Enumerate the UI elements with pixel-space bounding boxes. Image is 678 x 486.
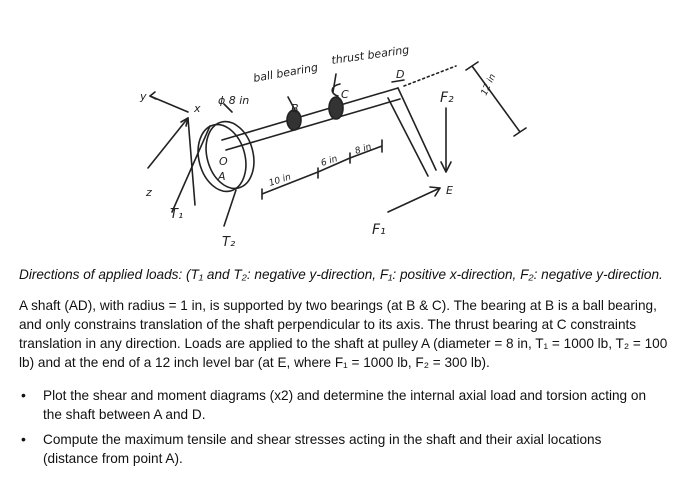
lever-upper	[397, 87, 437, 171]
pulley-a-rim	[205, 120, 255, 190]
reference-line	[403, 65, 457, 87]
dim-6in-label: 6 in	[320, 154, 339, 169]
belt-t1	[171, 125, 211, 213]
dim-8in	[349, 139, 383, 159]
point-b-label: B	[291, 102, 299, 115]
ball-bearing-b	[286, 109, 302, 131]
lever-lower	[387, 97, 429, 177]
task-item-shear-moment: Plot the shear and moment diagrams (x2) …	[19, 386, 659, 424]
belt-t2	[223, 189, 237, 227]
x-axis-line	[147, 117, 189, 169]
problem-statement: A shaft (AD), with radius = 1 in, is sup…	[19, 298, 668, 370]
load-directions-caption: Directions of applied loads: (T₁ and T₂:…	[19, 267, 663, 282]
x-axis-label: x	[193, 102, 201, 115]
f2-arrowhead	[440, 161, 452, 173]
t1-label: T₁	[170, 207, 183, 222]
dim-10in	[261, 167, 319, 200]
shaft-diagram: y x z ϕ 8 in ball bearing thrust bearing…	[139, 43, 527, 250]
y-axis-label: y	[139, 90, 147, 103]
dim-12in	[465, 61, 527, 137]
f1-label: F₁	[372, 222, 386, 238]
shaft-lower	[225, 98, 401, 151]
thrust-bearing-label: thrust bearing	[331, 43, 410, 67]
f1-arrow	[387, 187, 441, 213]
point-d-label: D	[396, 68, 404, 81]
ball-bearing-label: ball bearing	[252, 61, 319, 85]
f1-arrowhead	[429, 186, 441, 197]
point-e-label: E	[446, 184, 453, 197]
task-item-max-stress: Compute the maximum tensile and shear st…	[19, 430, 659, 468]
z-axis-label: z	[145, 186, 152, 199]
dim-12in-label: 12 in	[480, 72, 499, 97]
dim-8in-pulley-leader	[223, 103, 233, 113]
ball-bearing-leader	[287, 96, 297, 113]
z-axis-line	[187, 117, 196, 206]
thrust-bearing-c	[328, 96, 344, 120]
pulley-a	[197, 123, 247, 193]
y-axis-arrow	[149, 91, 157, 100]
point-c-label: C	[341, 88, 349, 101]
task-list: Plot the shear and moment diagrams (x2) …	[19, 386, 659, 474]
dim-8in-label: 8 in	[354, 142, 373, 157]
diameter-note: ϕ 8 in	[218, 94, 249, 107]
thrust-bearing-leader	[331, 73, 341, 97]
point-a-label: A	[217, 170, 226, 183]
shaft-upper	[221, 87, 399, 141]
point-o-label: O	[219, 155, 228, 168]
t2-label: T₂	[222, 235, 235, 250]
f2-label: F₂	[440, 90, 454, 106]
lever-joint	[391, 79, 405, 83]
